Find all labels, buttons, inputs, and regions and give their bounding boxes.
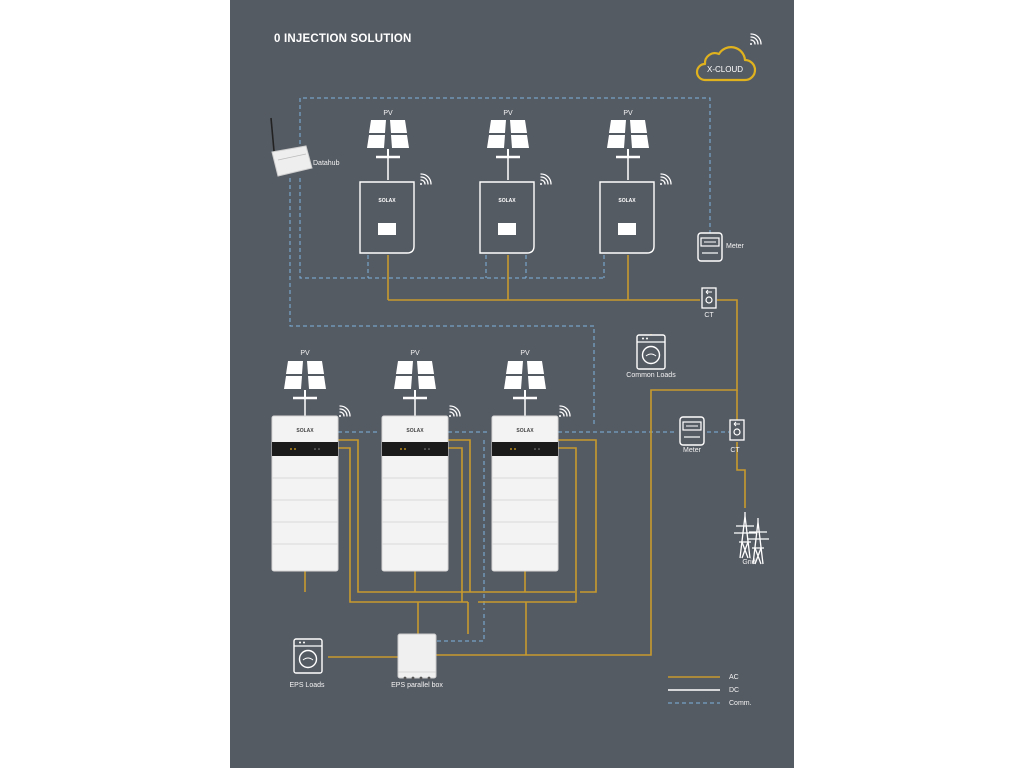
- datahub-label: Datahub: [313, 160, 340, 167]
- page-title: 0 INJECTION SOLUTION: [274, 33, 412, 45]
- wifi-icon: [749, 33, 762, 46]
- battery-inverter-icon: [271, 415, 339, 572]
- ct-label: CT: [704, 312, 714, 319]
- inverter-icon: [599, 181, 655, 254]
- pv-panel-icon: [602, 114, 654, 159]
- wifi-icon: [558, 405, 571, 418]
- common-loads-label: Common Loads: [626, 372, 676, 379]
- pv-panel-icon: [482, 114, 534, 159]
- pv-panel-icon: [362, 114, 414, 159]
- pv-panel-icon: [499, 355, 551, 400]
- ct-icon: [701, 287, 717, 309]
- pv-panel-icon: [279, 355, 331, 400]
- eps-box-label: EPS parallel box: [391, 682, 443, 689]
- wifi-icon: [659, 173, 672, 186]
- ac-lines: [304, 255, 746, 658]
- grid-label: Grid: [742, 559, 756, 566]
- common-loads-washer-icon: [636, 334, 666, 370]
- meter-label: Meter: [683, 447, 701, 454]
- ct-icon: [729, 419, 745, 441]
- pv-label: PV: [300, 350, 310, 357]
- pv-label: PV: [410, 350, 420, 357]
- eps-loads-label: EPS Loads: [289, 682, 325, 689]
- datahub-device: [270, 117, 313, 177]
- wifi-icon: [539, 173, 552, 186]
- eps-loads-washer-icon: [293, 638, 323, 674]
- battery-inverter-icon: [381, 415, 449, 572]
- wifi-icon: [448, 405, 461, 418]
- meter-icon: [679, 416, 705, 446]
- legend-dc-label: DC: [729, 687, 740, 694]
- wifi-icon: [419, 173, 432, 186]
- grid-tower-icon: [733, 511, 757, 559]
- pv-label: PV: [520, 350, 530, 357]
- meter-icon: [697, 232, 723, 262]
- wifi-icon: [338, 405, 351, 418]
- eps-parallel-box-icon: [397, 633, 437, 680]
- legend-comm-label: Comm.: [729, 700, 752, 707]
- meter-label: Meter: [726, 243, 744, 250]
- ct-label: CT: [730, 447, 740, 454]
- pv-label: PV: [503, 110, 513, 117]
- cloud-label: X-CLOUD: [707, 65, 744, 74]
- legend-ac-label: AC: [729, 674, 739, 681]
- legend-swatches: [668, 676, 720, 704]
- battery-inverter-icon: [491, 415, 559, 572]
- dc-lines: [304, 157, 629, 418]
- comm-lines: [289, 97, 729, 642]
- pv-label: PV: [383, 110, 393, 117]
- inverter-icon: [479, 181, 535, 254]
- pv-label: PV: [623, 110, 633, 117]
- pv-panel-icon: [389, 355, 441, 400]
- inverter-icon: [359, 181, 415, 254]
- cloud-icon: [695, 46, 757, 82]
